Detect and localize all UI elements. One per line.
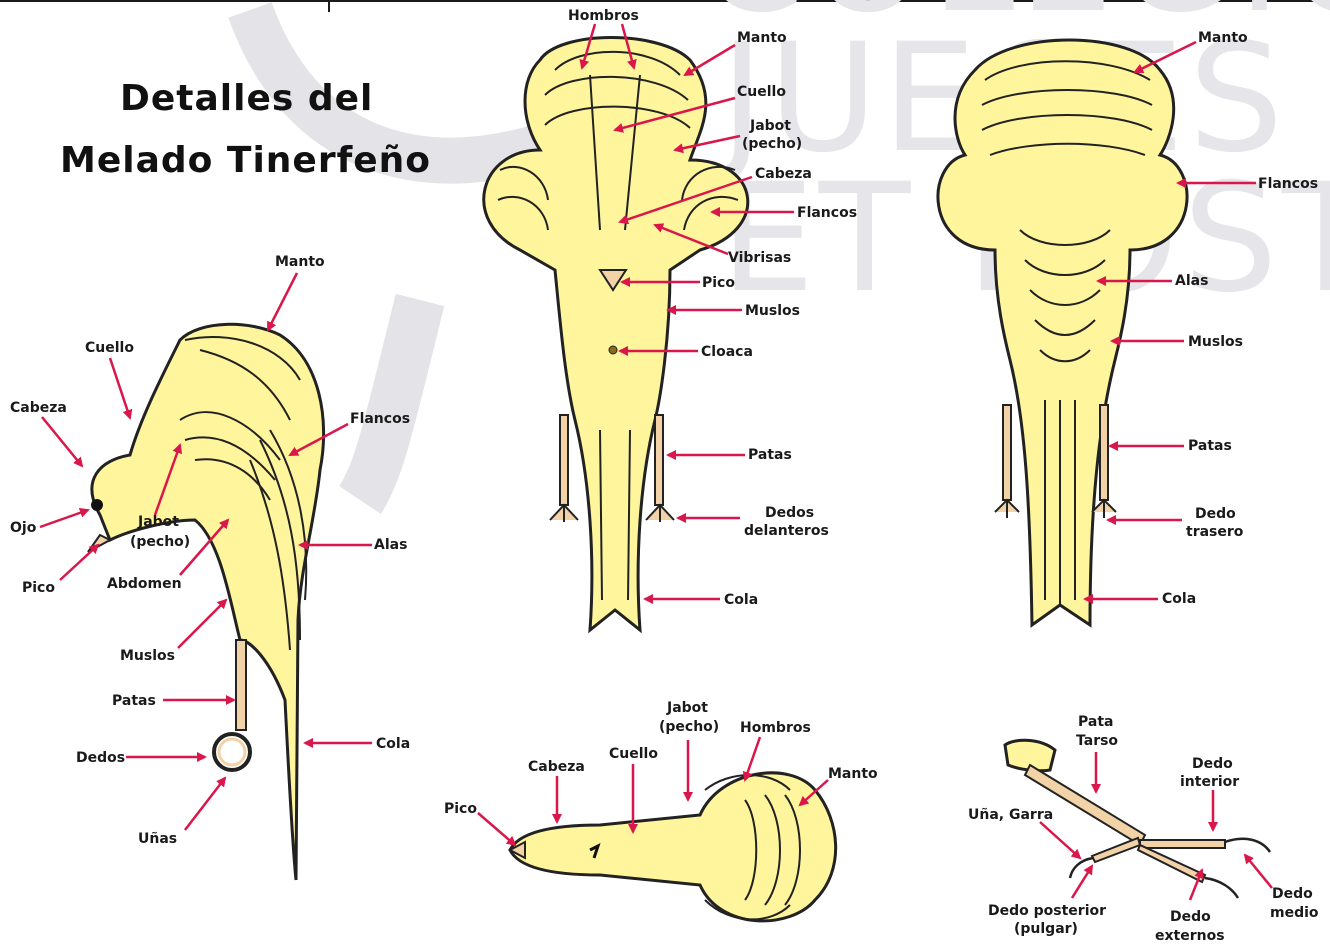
label-dedo-externos-2: externos: [1155, 928, 1225, 944]
label-flancos: Flancos: [797, 205, 857, 221]
label-manto: Manto: [828, 766, 878, 782]
title-line-2: Melado Tinerfeño: [60, 140, 431, 181]
label-dedo-interior-2: interior: [1180, 774, 1239, 790]
label-manto: Manto: [1198, 30, 1248, 46]
label-cuello: Cuello: [85, 340, 134, 356]
label-patas: Patas: [112, 693, 156, 709]
label-ojo: Ojo: [10, 520, 37, 536]
label-flancos: Flancos: [1258, 176, 1318, 192]
label-pico: Pico: [22, 580, 55, 596]
label-pata: Pata: [1078, 714, 1113, 730]
label-muslos: Muslos: [120, 648, 175, 664]
label-cuello: Cuello: [737, 84, 786, 100]
label-cabeza: Cabeza: [10, 400, 67, 416]
label-cola: Cola: [724, 592, 758, 608]
label-muslos: Muslos: [745, 303, 800, 319]
label-cola: Cola: [1162, 591, 1196, 607]
label-flancos: Flancos: [350, 411, 410, 427]
back-view-bird: [938, 40, 1187, 625]
label-dedo-interior-1: Dedo: [1192, 756, 1233, 772]
label-pecho: (pecho): [742, 136, 802, 152]
label-alas: Alas: [1175, 273, 1208, 289]
label-dedos: Dedos: [765, 505, 814, 521]
label-manto: Manto: [275, 254, 325, 270]
label-manto: Manto: [737, 30, 787, 46]
label-dedo-medio-2: medio: [1270, 905, 1319, 921]
label-pico: Pico: [702, 275, 735, 291]
label-hombros: Hombros: [568, 8, 639, 24]
label-dedo-posterior-2: (pulgar): [1014, 921, 1078, 937]
label-patas: Patas: [748, 447, 792, 463]
label-patas: Patas: [1188, 438, 1232, 454]
label-jabot: Jabot: [749, 118, 791, 134]
label-hombros: Hombros: [740, 720, 811, 736]
label-una-garra: Uña, Garra: [968, 807, 1053, 823]
label-delanteros: delanteros: [744, 523, 829, 539]
label-jabot: Jabot: [137, 514, 179, 530]
top-view-bird: [510, 773, 836, 921]
label-cabeza: Cabeza: [755, 166, 812, 182]
label-cuello: Cuello: [609, 746, 658, 762]
label-cabeza: Cabeza: [528, 759, 585, 775]
label-cola: Cola: [376, 736, 410, 752]
label-cloaca: Cloaca: [701, 344, 753, 360]
label-tarso: Tarso: [1076, 733, 1118, 749]
side-view-bird: [88, 324, 324, 880]
label-jabot: Jabot: [666, 700, 708, 716]
label-dedos: Dedos: [76, 750, 125, 766]
front-view-bird: [484, 38, 748, 631]
label-alas: Alas: [374, 537, 407, 553]
label-pico: Pico: [444, 801, 477, 817]
label-trasero: trasero: [1186, 524, 1244, 540]
title-line-1: Detalles del: [120, 78, 373, 119]
label-dedo-posterior-1: Dedo posterior: [988, 903, 1106, 919]
label-vibrisas: Vibrisas: [728, 250, 791, 266]
label-unas: Uñas: [138, 831, 177, 847]
label-pecho: (pecho): [659, 719, 719, 735]
label-pecho: (pecho): [130, 534, 190, 550]
label-muslos: Muslos: [1188, 334, 1243, 350]
label-abdomen: Abdomen: [107, 576, 182, 592]
label-dedo: Dedo: [1195, 506, 1236, 522]
label-dedo-medio-1: Dedo: [1272, 886, 1313, 902]
label-dedo-externos-1: Dedo: [1170, 909, 1211, 925]
